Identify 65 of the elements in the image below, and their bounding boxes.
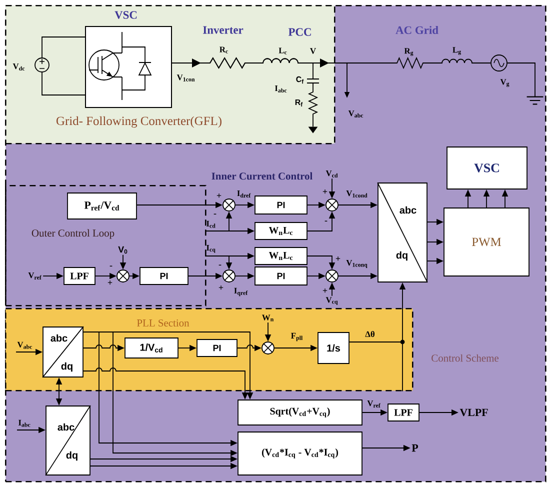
- polarity-sign: +: [218, 285, 224, 290]
- block: LPF: [64, 267, 96, 285]
- signal-label: I$_{abc}$: [18, 420, 30, 427]
- panel-title: Outer Control Loop: [32, 229, 114, 239]
- component-label: V$_{1con}$: [176, 74, 195, 82]
- block: PI: [254, 266, 308, 286]
- block: Sqrt(V$_{cd}$+V$_{cq}$): [238, 400, 362, 426]
- ground-symbol: [526, 96, 544, 105]
- component-label: R$_{c}$: [220, 46, 228, 54]
- signal-label: I$_{cd}$: [206, 220, 216, 228]
- component-label: V$_{abc}$: [348, 110, 364, 118]
- heading: AC Grid: [396, 26, 438, 34]
- edge-label: I$_{dref}$: [237, 190, 251, 198]
- polarity-sign: -: [324, 220, 328, 222]
- section-title: Inner Current Control: [212, 172, 312, 180]
- signal-label: V$_{cq}$: [326, 297, 338, 305]
- signal-label: VLPF: [460, 408, 488, 416]
- panel-title: Control Scheme: [432, 354, 498, 362]
- heading: PCC: [288, 28, 311, 36]
- component-label: L$_{c}$: [278, 48, 287, 54]
- polarity-sign: -: [218, 264, 222, 266]
- component-label: V$_{dc}$: [12, 64, 25, 70]
- edge-label: I$_{qref}$: [234, 288, 248, 296]
- polarity-sign: +: [216, 193, 222, 198]
- block: 1/V$_{cd}$: [124, 338, 178, 358]
- component-label: V: [310, 48, 316, 54]
- component-label: R$_{g}$: [404, 48, 414, 56]
- transform-block: abc dq: [45, 405, 91, 476]
- block: P$_{ref}$/V$_{cd}$: [67, 192, 137, 220]
- signal-label: V$_{ref}$: [28, 272, 42, 280]
- block: PI: [140, 267, 188, 285]
- polarity-sign: +: [336, 256, 340, 261]
- signal-label: V$_{abc}$: [17, 342, 32, 349]
- transform-block: abc dq: [42, 326, 84, 378]
- polarity-sign: +: [108, 280, 112, 285]
- signal-label: I$_{cq}$: [206, 245, 216, 253]
- signal-label: P: [412, 444, 418, 452]
- block: PI: [196, 339, 238, 357]
- edge-label: V$_{1cond}$: [346, 190, 368, 198]
- edge-label: V$_{1conq}$: [346, 260, 368, 268]
- component-label: L$_{g}$: [452, 47, 461, 55]
- panel-title: Grid- Following Converter(GFL): [56, 116, 222, 128]
- block: PWM: [444, 208, 530, 276]
- edge-label: Δθ: [365, 331, 374, 337]
- heading: Inverter: [203, 26, 244, 34]
- block: VSC: [446, 146, 528, 190]
- block: (V$_{cd}$*I$_{cq}$ - V$_{cd}$*I$_{cq}$): [238, 432, 362, 476]
- transform-block: abc dq: [377, 182, 428, 283]
- signal-label: W$_{n}$: [262, 314, 274, 322]
- block: W$_{n}$L$_{c}$: [254, 222, 308, 240]
- block: LPF: [388, 404, 420, 422]
- signal-label: V$_{0}$: [118, 246, 128, 254]
- ground-symbol: [308, 126, 318, 134]
- polarity-sign: +: [322, 288, 328, 293]
- panel-title: PLL Section: [137, 319, 190, 327]
- signal-label: V$_{cd}$: [326, 170, 338, 178]
- block: 1/s: [318, 332, 350, 364]
- block: W$_{n}$L$_{c}$: [254, 247, 308, 265]
- component-label: V$_{g}$: [500, 79, 510, 87]
- block: PI: [254, 196, 308, 214]
- box-title: VSC: [114, 11, 137, 19]
- edge-label: V$_{ref}$: [367, 400, 380, 408]
- component-label: I$_{abc}$: [274, 86, 287, 92]
- edge-label: F$_{pll}$: [291, 332, 303, 342]
- polarity-sign: +: [322, 189, 328, 194]
